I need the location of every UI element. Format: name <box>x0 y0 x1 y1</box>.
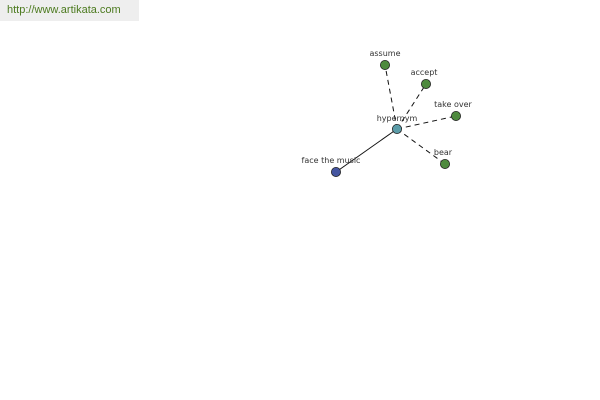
node-label-face-the-music[interactable]: face the music <box>302 156 361 165</box>
edge-face-the-music <box>335 128 398 173</box>
node-label-bear[interactable]: bear <box>434 148 453 157</box>
edge-assume <box>384 64 398 130</box>
node-take-over[interactable] <box>450 111 461 122</box>
node-center-hypernym[interactable] <box>391 124 402 135</box>
node-label-accept[interactable]: accept <box>411 68 438 77</box>
graph-labels: assume accept take over bear face the music h… <box>302 49 473 165</box>
node-bear[interactable] <box>439 158 450 169</box>
graph-edges <box>335 64 457 173</box>
node-label-take-over[interactable]: take over <box>434 100 472 109</box>
node-accept[interactable] <box>420 79 431 90</box>
node-label-center[interactable]: hypernym <box>377 114 418 123</box>
node-assume[interactable] <box>379 60 390 71</box>
node-label-assume[interactable]: assume <box>369 49 400 58</box>
graph-nodes <box>330 60 461 177</box>
edge-bear <box>396 128 446 165</box>
node-face-the-music[interactable] <box>330 166 341 177</box>
edge-take-over <box>396 115 457 130</box>
site-url[interactable]: http://www.artikata.com <box>0 0 139 21</box>
